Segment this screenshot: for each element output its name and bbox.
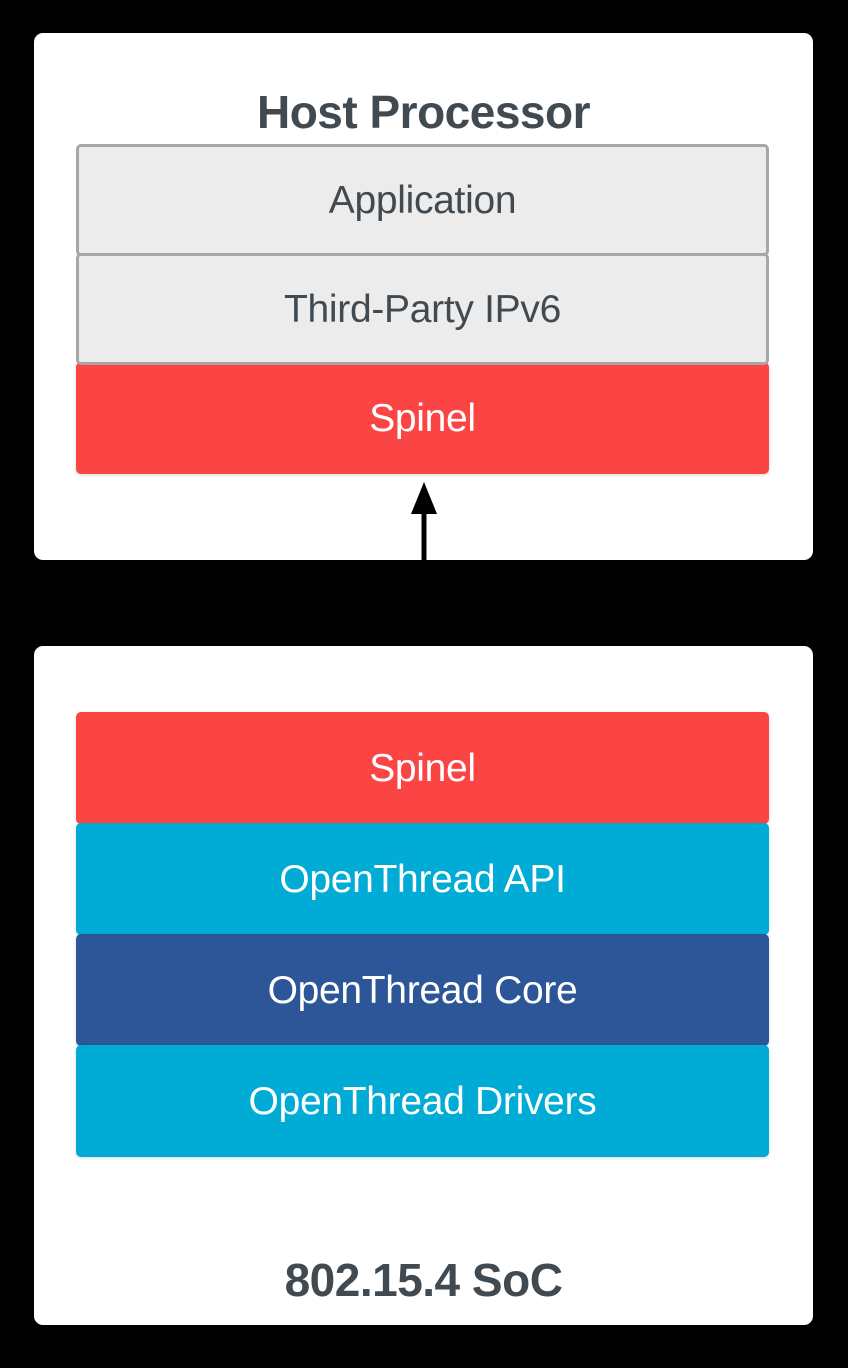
layer-openthread-api: OpenThread API	[76, 823, 769, 935]
layer-application: Application	[76, 144, 769, 256]
soc-card: Spinel OpenThread API OpenThread Core Op…	[34, 646, 813, 1325]
layer-soc-spinel: Spinel	[76, 712, 769, 824]
soc-layer-stack: Spinel OpenThread API OpenThread Core Op…	[76, 712, 769, 1157]
layer-openthread-core: OpenThread Core	[76, 934, 769, 1046]
host-processor-card: Host Processor Application Third-Party I…	[34, 33, 813, 560]
host-processor-title: Host Processor	[256, 86, 591, 138]
soc-title: 802.15.4 SoC	[284, 1254, 563, 1306]
layer-third-party-ipv6: Third-Party IPv6	[76, 253, 769, 365]
layer-openthread-drivers: OpenThread Drivers	[76, 1045, 769, 1157]
layer-host-spinel: Spinel	[76, 362, 769, 474]
host-layer-stack: Application Third-Party IPv6 Spinel	[76, 144, 769, 474]
